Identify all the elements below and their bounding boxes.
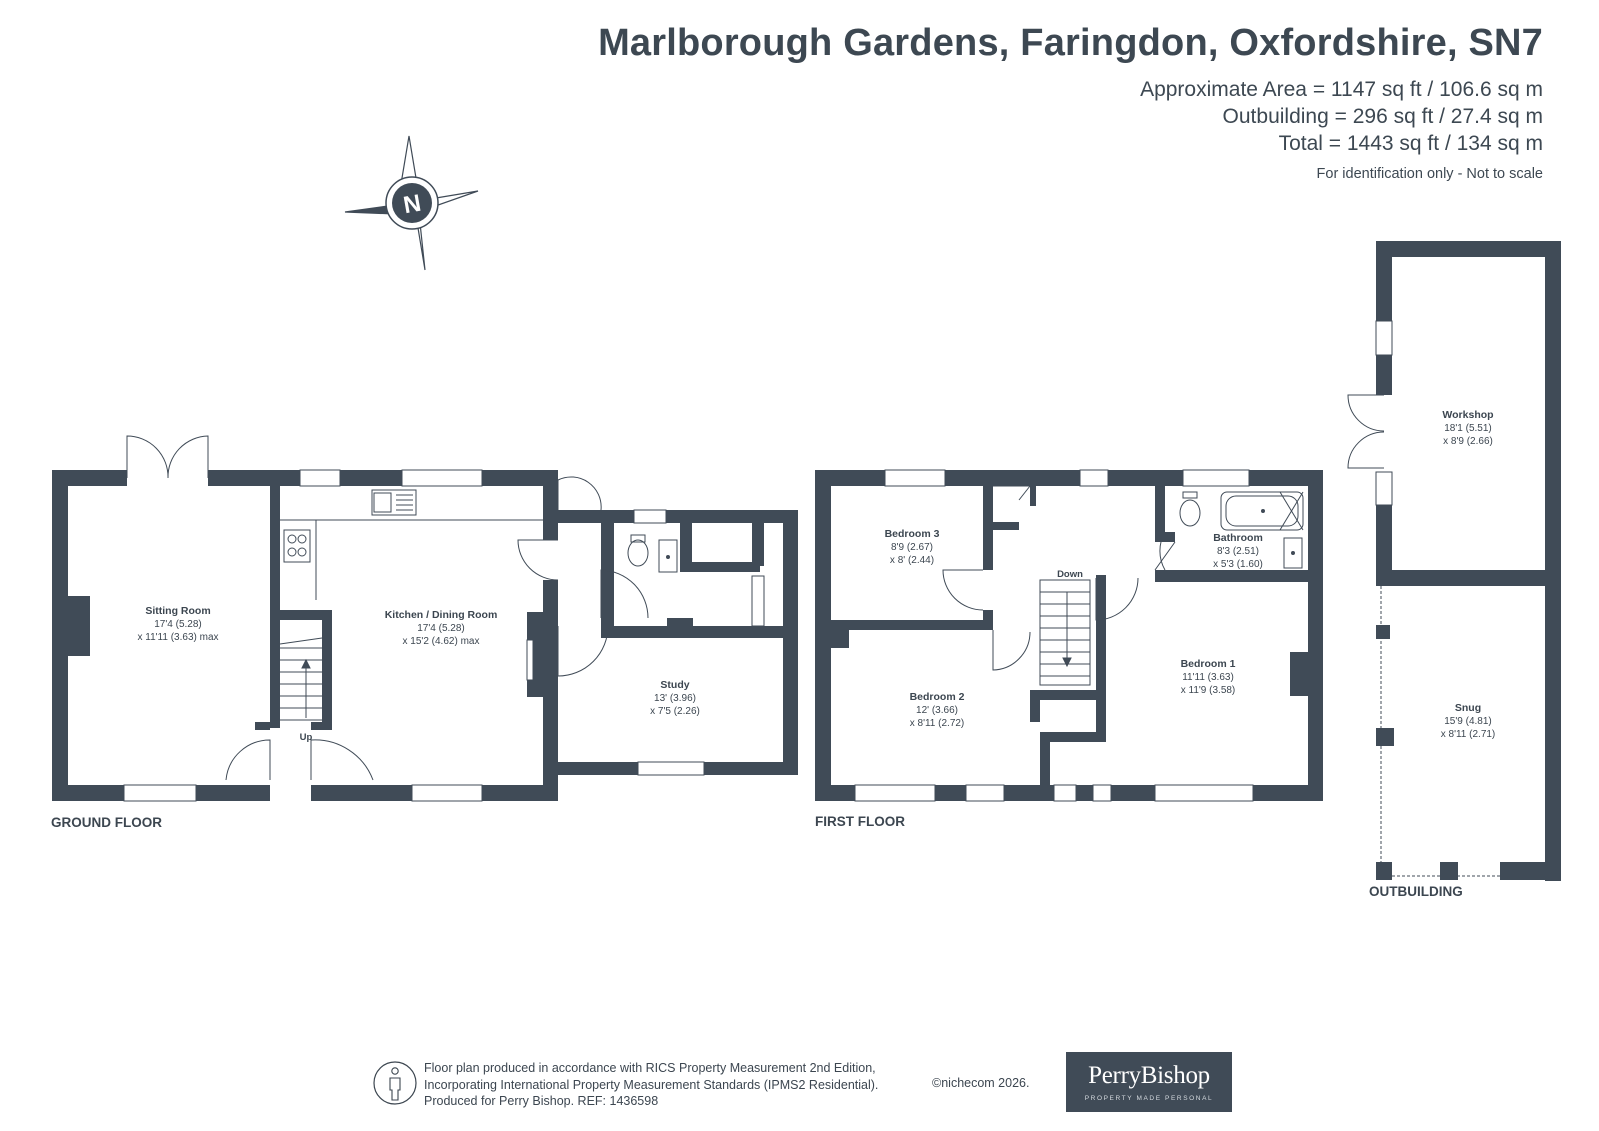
compass-letter: N [401, 190, 423, 220]
brand-name: PerryBishop [1088, 1062, 1210, 1089]
room-name: Sitting Room [145, 605, 210, 617]
room-dimension: x 15'2 (4.62) max [403, 636, 480, 647]
room-dimension: 11'11 (3.63) [1182, 672, 1234, 683]
compass-icon: N [344, 135, 479, 271]
footer-notice: Floor plan produced in accordance with R… [424, 1060, 878, 1110]
property-title: Marlborough Gardens, Faringdon, Oxfordsh… [598, 22, 1543, 64]
room-name: Workshop [1442, 409, 1493, 421]
first-floor-plan: Bedroom 3 8'9 (2.67) x 8' (2.44) Bathroo… [815, 469, 1323, 829]
stairs-label: Down [1057, 569, 1083, 580]
room-dimension: 18'1 (5.51) [1444, 423, 1492, 434]
room-name: Kitchen / Dining Room [385, 609, 498, 621]
ground-floor-plan: Sitting Room 17'4 (5.28) x 11'11 (3.63) … [51, 435, 798, 830]
brand-tagline: PROPERTY MADE PERSONAL [1084, 1095, 1214, 1102]
room-name: Study [660, 679, 689, 691]
floor-label: OUTBUILDING [1369, 884, 1463, 899]
stairs-label: Up [300, 732, 313, 743]
room-name: Bathroom [1213, 532, 1263, 544]
room-name: Bedroom 1 [1181, 658, 1236, 670]
disclaimer: For identification only - Not to scale [1316, 166, 1543, 182]
room-dimension: x 5'3 (1.60) [1213, 559, 1263, 570]
room-dimension: x 7'5 (2.26) [650, 706, 700, 717]
room-dimension: x 8'11 (2.71) [1441, 729, 1496, 740]
room-dimension: x 8'11 (2.72) [910, 718, 965, 729]
footer-line: Incorporating International Property Mea… [424, 1077, 879, 1092]
brand-logo: PerryBishop PROPERTY MADE PERSONAL [1066, 1052, 1232, 1112]
room-name: Bedroom 2 [910, 691, 965, 703]
room-name: Bedroom 3 [885, 528, 940, 540]
outbuilding-plan: Workshop 18'1 (5.51) x 8'9 (2.66) Snug 1… [1347, 241, 1561, 899]
room-dimension: 8'3 (2.51) [1217, 546, 1259, 557]
total-area: Total = 1443 sq ft / 134 sq m [1278, 132, 1543, 155]
outbuilding-area: Outbuilding = 296 sq ft / 27.4 sq m [1222, 105, 1543, 128]
footer-line: Produced for Perry Bishop. REF: 1436598 [424, 1094, 659, 1108]
floor-label: GROUND FLOOR [51, 815, 162, 830]
room-dimension: x 11'9 (3.58) [1181, 685, 1236, 696]
room-dimension: 8'9 (2.67) [891, 542, 933, 553]
floor-label: FIRST FLOOR [815, 814, 905, 829]
copyright: ©nichecom 2026. [932, 1076, 1030, 1090]
approx-area: Approximate Area = 1147 sq ft / 106.6 sq… [1140, 78, 1543, 101]
room-dimension: 17'4 (5.28) [417, 623, 465, 634]
room-dimension: x 8'9 (2.66) [1443, 436, 1493, 447]
room-dimension: 15'9 (4.81) [1444, 716, 1492, 727]
room-dimension: 13' (3.96) [654, 693, 696, 704]
footer-line: Floor plan produced in accordance with R… [424, 1061, 876, 1075]
room-dimension: x 11'11 (3.63) max [137, 632, 218, 643]
room-dimension: 17'4 (5.28) [154, 619, 202, 630]
person-icon [373, 1061, 417, 1105]
room-name: Snug [1455, 702, 1481, 714]
room-dimension: x 8' (2.44) [890, 555, 934, 566]
room-dimension: 12' (3.66) [916, 705, 958, 716]
